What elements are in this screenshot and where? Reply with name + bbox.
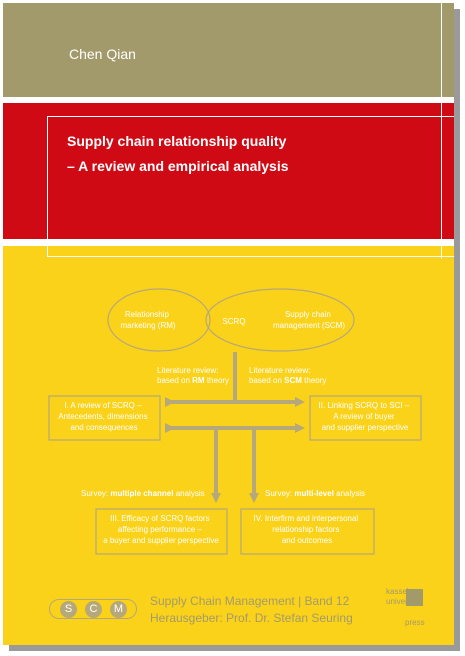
title-line-2: – A review and empirical analysis bbox=[67, 158, 289, 174]
frame-vertical-line bbox=[441, 3, 442, 259]
author-name: Chen Qian bbox=[69, 46, 136, 62]
survey-left-label: Survey: multiple channel analysis bbox=[81, 489, 205, 498]
title-band bbox=[3, 103, 454, 239]
review-left-label: Literature review: based on RM theory bbox=[157, 366, 229, 385]
rm-label: Relationship marketing (RM) bbox=[120, 310, 175, 330]
scm-label: Supply chain management (SCM) bbox=[273, 310, 345, 330]
cover-shadow-bottom bbox=[9, 645, 460, 651]
top-band bbox=[3, 3, 454, 97]
scm-logo-letter: M bbox=[110, 601, 127, 618]
box-efficacy-scrq bbox=[95, 508, 228, 555]
divider-line bbox=[3, 97, 454, 103]
cover-shadow-right bbox=[454, 9, 460, 651]
box-review-scrq bbox=[48, 395, 161, 441]
box3-text: III. Efficacy of SCRQ factors affecting … bbox=[103, 514, 219, 545]
scm-logo-letter: C bbox=[85, 601, 102, 618]
publisher-press: press bbox=[405, 618, 425, 627]
book-cover: Chen Qian Supply chain relationship qual… bbox=[3, 3, 454, 645]
series-title: Supply Chain Management | Band 12 bbox=[150, 594, 350, 608]
survey-right-label: Survey: multi-level analysis bbox=[265, 489, 365, 498]
research-framework-diagram: Relationship marketing (RM) SCRQ Supply … bbox=[48, 288, 422, 555]
rm-circle bbox=[107, 288, 211, 352]
divider-line bbox=[3, 239, 454, 246]
publisher-logo-square bbox=[406, 589, 423, 606]
box-interfirm-factors bbox=[240, 508, 375, 555]
series-editor: Herausgeber: Prof. Dr. Stefan Seuring bbox=[150, 611, 353, 625]
box4-text: IV. Interfirm and interpersonal relation… bbox=[254, 514, 361, 545]
review-right-label: Literature review: based on SCM theory bbox=[249, 366, 326, 385]
box1-text: I. A review of SCRQ – Antecedents, dimen… bbox=[58, 401, 150, 432]
book-title: Supply chain relationship quality – A re… bbox=[67, 129, 427, 179]
scm-logo: S C M bbox=[49, 599, 137, 619]
title-line-1: Supply chain relationship quality bbox=[67, 133, 287, 149]
scm-logo-letter: S bbox=[60, 601, 77, 618]
title-frame bbox=[47, 116, 454, 257]
scrq-label: SCRQ bbox=[222, 317, 245, 326]
box2-text: II. Linking SCRQ to SCI – A review of bu… bbox=[319, 401, 412, 432]
scm-circle bbox=[205, 288, 355, 352]
publisher-name: kassel university bbox=[386, 587, 420, 606]
series-info: Supply Chain Management | Band 12 Heraus… bbox=[150, 593, 353, 627]
box-linking-scrq-sci bbox=[309, 395, 422, 441]
